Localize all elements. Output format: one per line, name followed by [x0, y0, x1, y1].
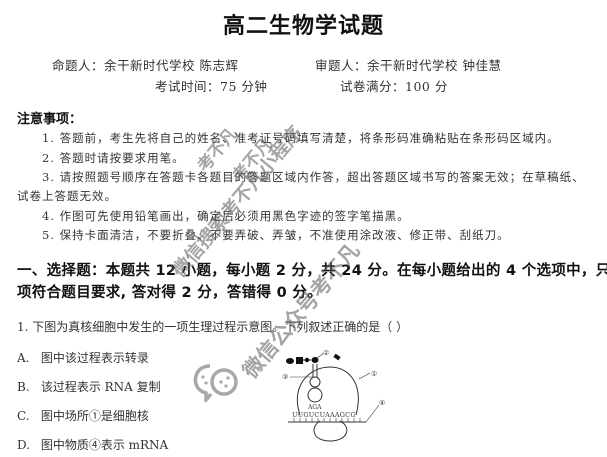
anticodon-text: AGA — [307, 404, 322, 411]
exam-reviewer: 审题人：余干新时代学校 钟佳慧 — [315, 58, 502, 73]
option-b-label: B. — [17, 380, 30, 394]
option-c-text: 图中场所①是细胞核 — [40, 409, 149, 423]
option-a: A. 图中该过程表示转录 — [17, 349, 149, 366]
notice-heading: 注意事项： — [17, 112, 83, 127]
exam-setter: 命题人：余干新时代学校 陈志辉 — [52, 58, 239, 73]
question-1-stem: 1. 下图为真核细胞中发生的一项生理过程示意图。下列叙述正确的是（ ） — [17, 320, 409, 334]
section-heading-line1: 一、选择题：本题共 12 小题，每小题 2 分，共 24 分。在每小题给出的 4… — [17, 263, 607, 279]
label-1: ① — [371, 370, 377, 378]
mrna-sequence-text: UUGUCUAAAGCG — [292, 411, 356, 419]
translation-diagram: AGA UUGUCUAAAGCG ② ③ ① ④ — [282, 349, 385, 442]
option-d: D. 图中物质④表示 mRNA — [17, 436, 168, 453]
peptide-chain-icon — [286, 353, 341, 364]
wechat-logo-icon — [193, 364, 238, 402]
label-2: ② — [323, 349, 329, 357]
notice-item-2: 2. 答题时请按要求用笔。 — [42, 151, 185, 165]
option-b: B. 该过程表示 RNA 复制 — [17, 378, 161, 395]
option-b-text: 该过程表示 RNA 复制 — [40, 380, 161, 394]
option-d-label: D. — [17, 438, 31, 452]
section-heading-line2: 项符合题目要求, 答对得 2 分，答错得 0 分。 — [17, 285, 322, 301]
notice-item-1: 1. 答题前，考生先将自己的姓名、准考证号码填写清楚，将条形码准确粘贴在条形码区… — [42, 131, 560, 145]
option-a-label: A. — [17, 351, 30, 365]
exam-title: 高二生物学试题 — [222, 14, 384, 39]
exam-full-score: 试卷满分：100 分 — [340, 79, 448, 94]
exam-time: 考试时间：75 分钟 — [155, 79, 268, 94]
notice-item-3-continued: 试卷上答题无效。 — [17, 189, 117, 203]
notice-item-3: 3. 请按照题号顺序在答题卡各题目的答题区域内作答，超出答题区域书写的答案无效；… — [42, 170, 585, 184]
option-c-label: C. — [17, 409, 30, 423]
notice-item-4: 4. 作图可先使用铅笔画出，确定后必须用黑色字迹的签字笔描黑。 — [42, 209, 410, 223]
label-3: ③ — [282, 373, 288, 381]
option-a-text: 图中该过程表示转录 — [40, 351, 149, 365]
notice-item-5: 5. 保持卡面清洁，不要折叠、不要弄破、弄皱，不准使用涂改液、修正带、刮纸刀。 — [42, 228, 510, 242]
label-4: ④ — [379, 399, 385, 407]
option-c: C. 图中场所①是细胞核 — [17, 407, 149, 424]
option-d-text: 图中物质④表示 mRNA — [40, 438, 169, 452]
